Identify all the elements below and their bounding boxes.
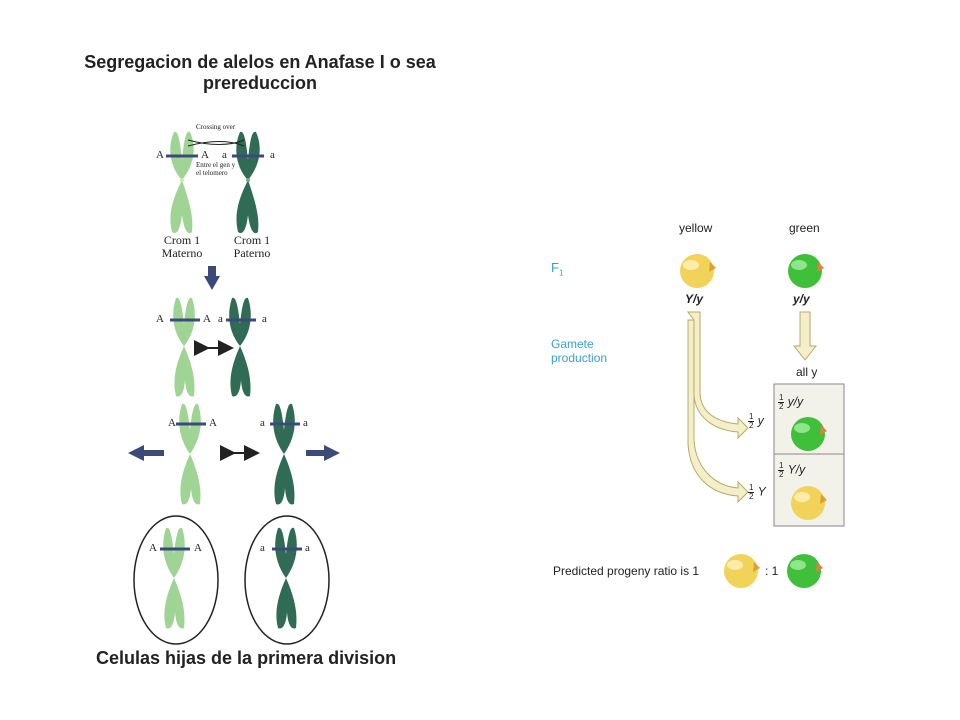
maternal-chromosome-stage2 (173, 297, 195, 397)
gamete-y-text: y (757, 413, 764, 428)
paternal-chromosome-stage2 (229, 297, 251, 397)
down-arrow (204, 266, 220, 290)
allele-A-2: A (201, 149, 209, 161)
caption-daughter-cells: Celulas hijas de la primera division (96, 648, 397, 668)
yellow-header: yellow (679, 221, 713, 235)
geno-green: y/y (793, 292, 810, 306)
green-header: green (789, 221, 820, 235)
daughter-cell-left (133, 515, 219, 645)
gamete-Y-text: Y (757, 484, 766, 499)
allele-A-s2-1: A (156, 313, 164, 325)
gamete-production-label: Gamete production (551, 337, 607, 365)
left-title-line1: Segregacion de alelos en Anafase I o sea (84, 52, 436, 72)
maternal-chromosome-stage3 (179, 403, 201, 505)
allele-a-cell-1: a (260, 542, 265, 554)
f1-label-text: F (551, 260, 559, 275)
allele-a-s3-2: a (303, 417, 308, 429)
ratio-text: Predicted progeny ratio is 1 (553, 564, 700, 578)
crossing-over-line-1 (187, 139, 245, 145)
crom-materno-label: Crom 1 Materno (154, 234, 210, 260)
allele-A-cell-1: A (149, 542, 157, 554)
crom-paterno-line1: Crom 1 (233, 233, 271, 247)
gamete-line2: production (551, 351, 608, 365)
allele-a-s2-1: a (218, 313, 223, 325)
allele-a-s3-1: a (260, 417, 265, 429)
allele-A-1: A (156, 149, 164, 161)
crom-materno-line1: Crom 1 (163, 233, 201, 247)
allele-a-1: a (222, 149, 227, 161)
left-arrow-stage3 (128, 445, 164, 461)
daughter-cell-right (244, 515, 330, 645)
maternal-chromosome-pair-stage1 (170, 131, 194, 234)
allele-A-s3-1: A (168, 417, 176, 429)
left-title-line2: prereduccion (202, 73, 318, 93)
yellow-pea-box (791, 486, 827, 520)
yellow-pea-f1 (680, 254, 716, 288)
crom-paterno-label: Crom 1 Paterno (224, 234, 280, 260)
green-pea-box (791, 417, 827, 451)
allele-A-s3-2: A (209, 417, 217, 429)
entre-label-line1: Entre el gen y (196, 161, 236, 169)
allele-a-2: a (270, 149, 275, 161)
geno-yellow: Y/y (685, 292, 704, 306)
allele-a-s2-2: a (262, 313, 267, 325)
box-bottom-geno: Y/y (787, 462, 806, 477)
paternal-chromosome-stage3 (273, 403, 295, 505)
box-top-geno: y/y (787, 394, 804, 409)
green-pea-f1 (788, 254, 824, 288)
gamete-arrows (687, 311, 818, 504)
crom-paterno-line2: Paterno (233, 246, 271, 260)
allele-A-s2-2: A (203, 313, 211, 325)
crossing-over-line-2 (187, 141, 245, 147)
allele-A-cell-2: A (194, 542, 202, 554)
f1-label: F1 (551, 260, 563, 278)
crossing-over-label: Crossing over (196, 123, 236, 131)
ratio-separator: : 1 (765, 564, 779, 578)
right-arrow-stage3 (306, 445, 340, 461)
yellow-pea-ratio (724, 554, 760, 588)
paternal-chromosome-cell (275, 527, 297, 629)
all-y-label: all y (796, 365, 818, 379)
green-pea-ratio (787, 554, 823, 588)
gamete-line1: Gamete (551, 337, 594, 351)
f1-label-sub: 1 (558, 268, 564, 278)
maternal-chromosome-cell (163, 527, 185, 629)
allele-a-cell-2: a (305, 542, 310, 554)
paternal-chromosome-pair-stage1 (236, 131, 260, 234)
entre-label-line2: el telomero (196, 169, 228, 177)
crom-materno-line2: Materno (161, 246, 203, 260)
